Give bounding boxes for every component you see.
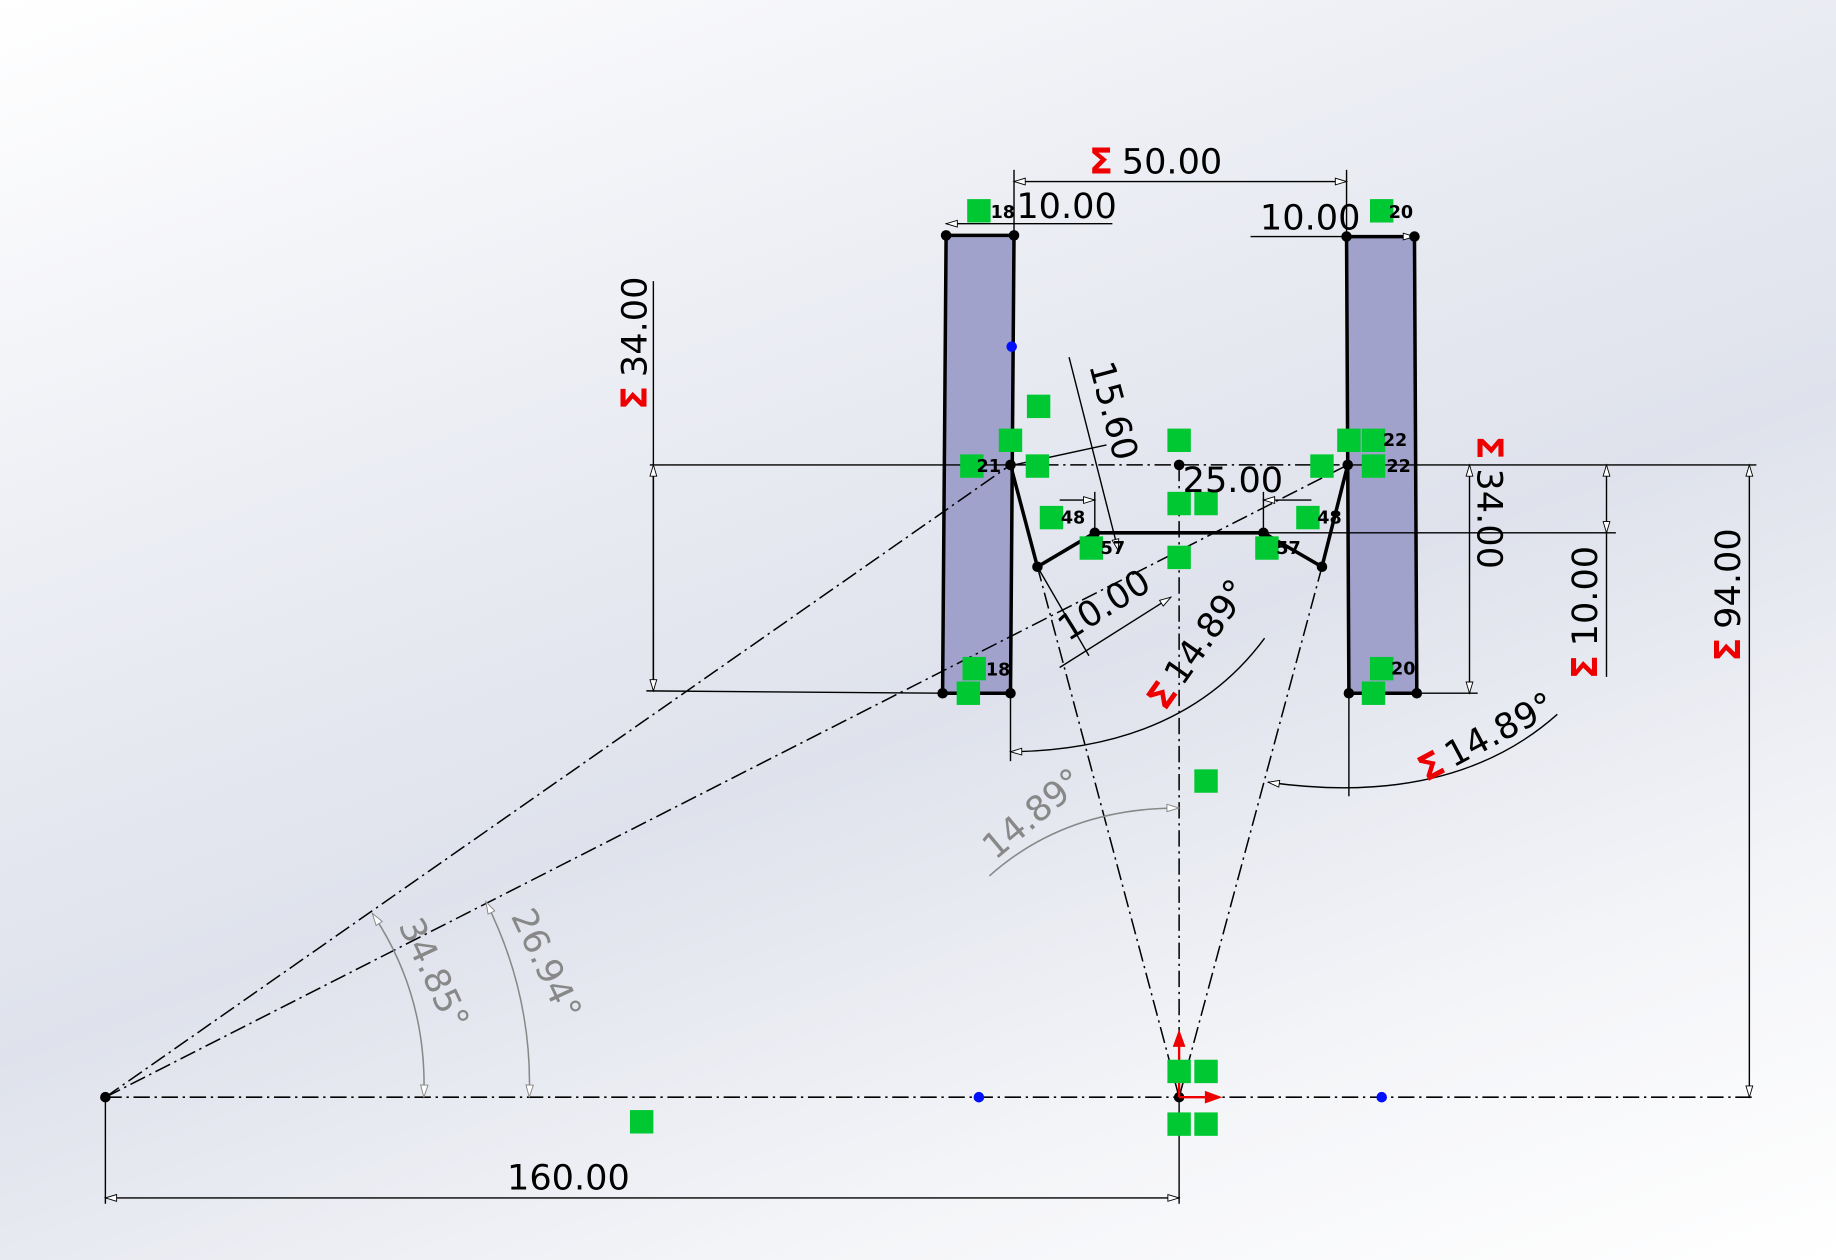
dim-base-length[interactable]: 160.00 bbox=[507, 1158, 630, 1199]
dim-angle-right[interactable]: 14.89° bbox=[1438, 684, 1562, 776]
dimension-lines bbox=[103, 169, 1757, 1204]
svg-text:20: 20 bbox=[1391, 659, 1415, 679]
svg-text:48: 48 bbox=[1317, 508, 1341, 528]
dim-angle-center[interactable]: 14.89° bbox=[975, 760, 1092, 867]
dim-top-width[interactable]: 50.00 bbox=[1122, 141, 1223, 182]
driven-icon: Σ bbox=[614, 386, 655, 410]
driven-icon: Σ bbox=[1708, 638, 1749, 662]
driven-icon: Σ bbox=[1089, 141, 1113, 182]
svg-text:18: 18 bbox=[991, 203, 1015, 223]
dim-angle-left[interactable]: 14.89° bbox=[1156, 572, 1257, 692]
dim-left-bar-width[interactable]: 10.00 bbox=[1016, 186, 1117, 227]
dim-left-height[interactable]: 34.00 bbox=[614, 277, 655, 378]
dim-right-bar-width[interactable]: 10.00 bbox=[1260, 198, 1361, 239]
dim-inner-width[interactable]: 25.00 bbox=[1183, 460, 1284, 501]
dim-total-height[interactable]: 94.00 bbox=[1708, 528, 1749, 629]
relation-labels: 18 18 20 20 22 22 21 48 48 57 57 bbox=[977, 203, 1416, 681]
svg-text:57: 57 bbox=[1276, 539, 1300, 559]
inner-profile[interactable] bbox=[1008, 464, 1350, 570]
dim-right-offset[interactable]: 10.00 bbox=[1565, 546, 1606, 647]
relation-icons[interactable] bbox=[629, 199, 1394, 1136]
dim-right-height[interactable]: 34.00 bbox=[1469, 468, 1510, 569]
svg-text:22: 22 bbox=[1386, 457, 1410, 477]
origin-icon bbox=[1172, 1029, 1223, 1104]
dim-angle-inner[interactable]: 26.94° bbox=[502, 902, 589, 1026]
svg-text:20: 20 bbox=[1389, 203, 1413, 223]
dim-angle-outer[interactable]: 34.85° bbox=[390, 912, 477, 1036]
midpoints[interactable] bbox=[973, 341, 1387, 1103]
svg-text:57: 57 bbox=[1101, 539, 1125, 559]
angle-arcs bbox=[371, 803, 1181, 1099]
driven-icon: Σ bbox=[1565, 655, 1606, 679]
svg-text:21: 21 bbox=[977, 457, 1001, 477]
dim-diag-short[interactable]: 10.00 bbox=[1051, 561, 1158, 649]
svg-text:48: 48 bbox=[1061, 508, 1085, 528]
driven-icon: Σ bbox=[1469, 436, 1510, 460]
svg-text:22: 22 bbox=[1383, 431, 1407, 451]
svg-text:18: 18 bbox=[986, 661, 1010, 681]
sketch-points[interactable] bbox=[100, 230, 1423, 1103]
